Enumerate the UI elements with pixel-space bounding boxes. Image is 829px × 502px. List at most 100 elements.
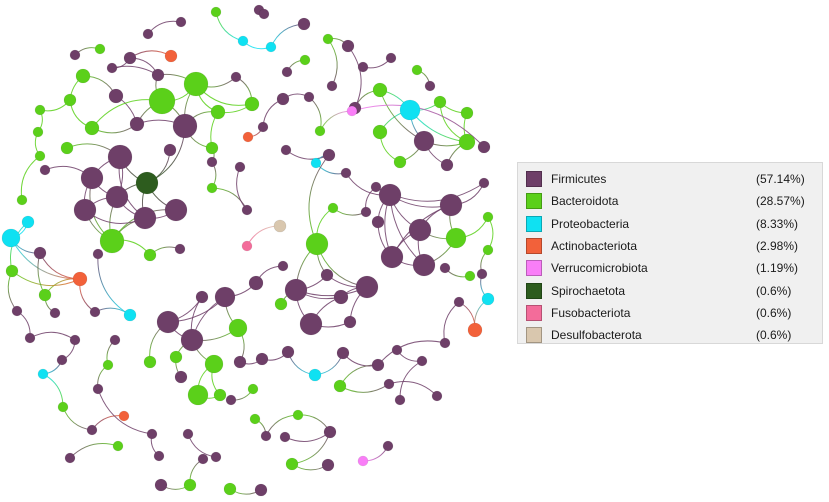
- network-node: [346, 105, 358, 117]
- network-edge: [62, 406, 93, 431]
- network-node: [411, 64, 423, 76]
- network-node: [107, 144, 133, 170]
- legend-label: Verrucomicrobiota: [551, 261, 648, 276]
- network-node: [276, 92, 290, 106]
- network-node: [413, 130, 435, 152]
- network-node: [237, 35, 249, 47]
- legend-item-desulfobacterota: Desulfobacterota(0.6%): [526, 324, 816, 346]
- network-node: [60, 141, 74, 155]
- network-node: [439, 193, 463, 217]
- network-node: [223, 482, 237, 496]
- network-node: [38, 288, 52, 302]
- legend-item-bacteroidota: Bacteroidota(28.57%): [526, 190, 816, 212]
- network-node: [241, 240, 253, 252]
- network-edge: [10, 237, 81, 280]
- network-edge: [443, 301, 460, 344]
- network-node: [372, 124, 388, 140]
- network-edge: [215, 11, 244, 42]
- network-node: [32, 126, 44, 138]
- network-node: [109, 334, 121, 346]
- network-edge: [347, 45, 362, 109]
- network-edge: [236, 166, 248, 211]
- network-node: [210, 6, 222, 18]
- network-node: [314, 125, 326, 137]
- network-node: [174, 370, 188, 384]
- network-node: [49, 307, 61, 319]
- network-edge: [187, 433, 217, 458]
- network-node: [73, 198, 97, 222]
- legend-swatch: [526, 238, 542, 255]
- network-node: [56, 354, 68, 366]
- nodes: [1, 4, 495, 497]
- network-node: [129, 116, 145, 132]
- network-node: [371, 358, 385, 372]
- network-node: [433, 95, 447, 109]
- network-node: [39, 164, 51, 176]
- legend-item-proteobacteria: Proteobacteria(8.33%): [526, 213, 816, 235]
- network-node: [327, 202, 339, 214]
- network-edge: [211, 187, 248, 211]
- legend-item-fusobacteriota: Fusobacteriota(0.6%): [526, 302, 816, 324]
- legend-percent: (57.14%): [756, 172, 805, 187]
- network-node: [187, 384, 209, 406]
- network-edge: [69, 443, 119, 459]
- network-node: [394, 394, 406, 406]
- network-node: [280, 144, 292, 156]
- network-node: [174, 243, 186, 255]
- network-node: [37, 368, 49, 380]
- network-node: [89, 306, 101, 318]
- network-node: [249, 413, 261, 425]
- network-node: [247, 383, 259, 395]
- network-node: [175, 16, 187, 28]
- network-node: [382, 440, 394, 452]
- network-node: [21, 215, 35, 229]
- network-node: [476, 268, 488, 280]
- network-node: [297, 17, 311, 31]
- network-node: [213, 388, 227, 402]
- network-node: [370, 181, 382, 193]
- network-node: [142, 28, 154, 40]
- network-node: [372, 82, 388, 98]
- network-node: [265, 41, 277, 53]
- network-node: [163, 143, 177, 157]
- legend-percent: (1.19%): [756, 261, 799, 276]
- network-edge: [97, 388, 153, 435]
- network-node: [341, 39, 355, 53]
- network-node: [94, 43, 106, 55]
- network-node: [440, 158, 454, 172]
- legend-percent: (8.33%): [756, 216, 799, 231]
- legend-percent: (28.57%): [756, 194, 805, 209]
- network-node: [34, 104, 46, 116]
- network-node: [204, 354, 224, 374]
- network-node: [340, 167, 352, 179]
- legend-swatch: [526, 327, 542, 344]
- network-node: [355, 275, 379, 299]
- network-node: [482, 211, 494, 223]
- network-node: [458, 133, 476, 151]
- network-node: [210, 104, 226, 120]
- network-node: [281, 66, 293, 78]
- network-node: [183, 478, 197, 492]
- network-node: [92, 248, 104, 260]
- network-edge: [284, 431, 331, 442]
- network-edge: [339, 383, 390, 393]
- network-node: [464, 270, 476, 282]
- network-node: [112, 440, 124, 452]
- network-node: [244, 96, 260, 112]
- network-node: [92, 383, 104, 395]
- network-node: [206, 156, 218, 168]
- network-node: [123, 51, 137, 65]
- network-node: [205, 141, 219, 155]
- legend-item-actinobacteriota: Actinobacteriota(2.98%): [526, 235, 816, 257]
- network-node: [228, 318, 248, 338]
- network-node: [197, 453, 209, 465]
- network-node: [445, 227, 467, 249]
- network-node: [299, 54, 311, 66]
- network-node: [412, 253, 436, 277]
- legend-swatch: [526, 304, 542, 321]
- legend-percent: (0.6%): [756, 328, 792, 343]
- network-node: [279, 431, 291, 443]
- network-node: [336, 346, 350, 360]
- network-node: [123, 308, 137, 322]
- network-node: [135, 171, 159, 195]
